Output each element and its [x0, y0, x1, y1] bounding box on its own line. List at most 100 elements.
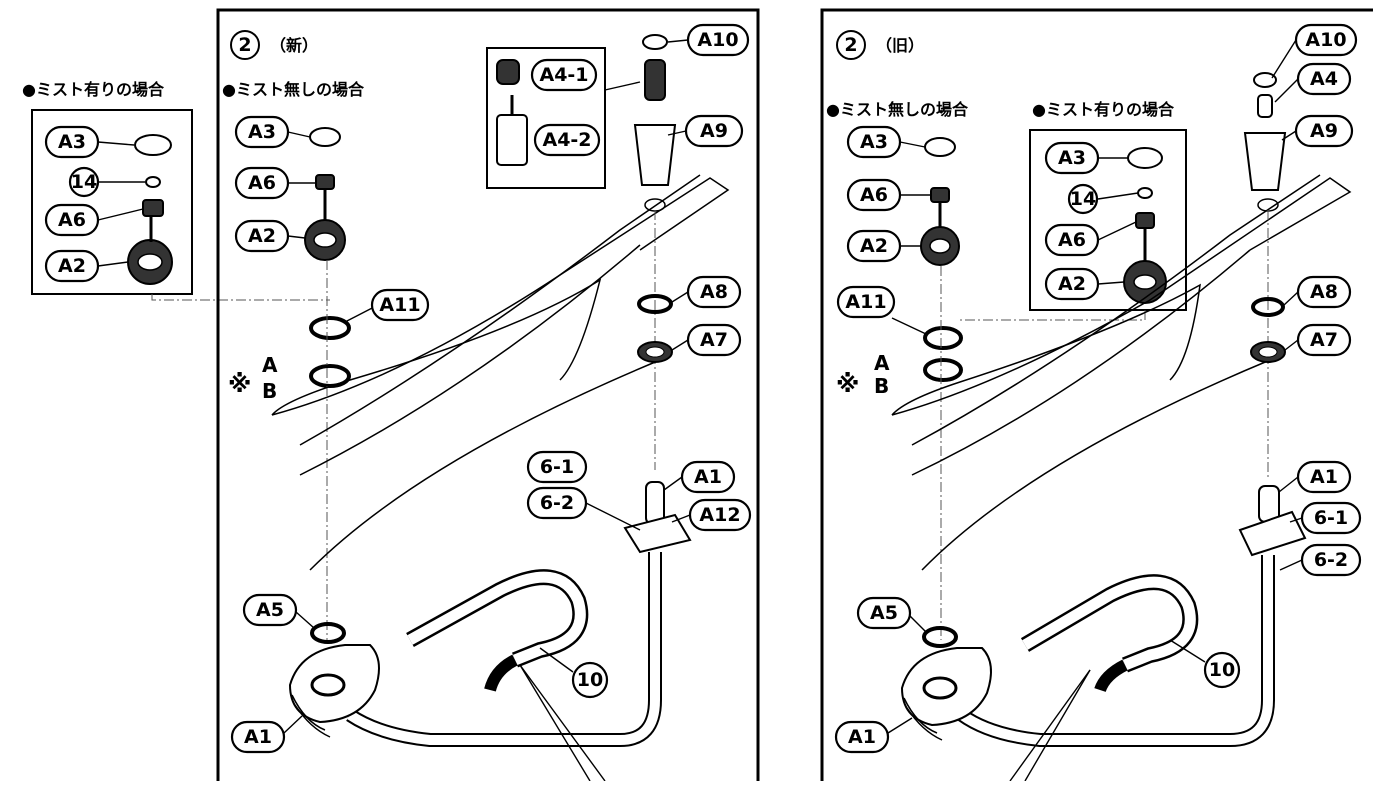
svg-text:A2: A2	[860, 235, 888, 257]
svg-text:A7: A7	[700, 329, 728, 351]
svg-text:A12: A12	[699, 504, 740, 526]
label-6-2: 6-2	[526, 486, 588, 520]
leader-line	[283, 715, 303, 734]
label-a11: A11	[370, 288, 430, 322]
svg-text:A8: A8	[700, 281, 728, 303]
left-circled-number	[230, 30, 260, 60]
svg-text:A8: A8	[1310, 281, 1338, 303]
a6-part	[930, 187, 950, 203]
svg-text:14: 14	[1070, 188, 1096, 210]
svg-text:A11: A11	[379, 294, 420, 316]
a4-part	[644, 59, 666, 101]
hose-10-fill	[1022, 576, 1196, 671]
svg-text:A9: A9	[700, 120, 728, 142]
left-version: （新）	[270, 36, 318, 55]
leader-line	[671, 339, 689, 351]
label-a6-inset: A6	[1044, 223, 1100, 257]
svg-text:A6: A6	[1058, 229, 1086, 251]
leader-line	[1271, 39, 1297, 79]
leader-line	[97, 261, 129, 267]
svg-text:A5: A5	[870, 602, 898, 624]
label-10: 10	[571, 661, 609, 699]
label-a11: A11	[836, 285, 896, 319]
a3-cap-part	[134, 134, 172, 156]
ab-ring-part	[923, 358, 963, 382]
leader-line	[287, 131, 311, 138]
leader-line	[1009, 669, 1091, 782]
right-panel-frame	[820, 8, 1373, 785]
drain-hose-fill	[347, 552, 660, 745]
leader-line	[1283, 291, 1299, 306]
label-a9: A9	[684, 114, 744, 148]
label-a1-top: A1	[1296, 460, 1352, 494]
leader-line	[1024, 669, 1091, 782]
a2-bore	[929, 238, 951, 254]
leader-line	[604, 81, 641, 91]
leader-line	[287, 235, 306, 239]
a1-pump-ribs	[291, 694, 331, 738]
drain-hose-outline	[957, 555, 1275, 747]
leader-line	[97, 208, 144, 221]
svg-text:A4-2: A4-2	[542, 129, 591, 151]
outside-callout-dash	[151, 294, 330, 301]
ab-ring-part	[309, 364, 351, 388]
leader-line	[667, 39, 689, 43]
bracket-6-part	[623, 513, 692, 554]
a9-part	[1243, 132, 1287, 191]
note-mark: ※	[836, 370, 859, 398]
label-a6: A6	[44, 203, 100, 237]
svg-text:A9: A9	[1310, 120, 1338, 142]
a3-cap-part	[309, 127, 341, 147]
svg-text:A4-1: A4-1	[539, 64, 588, 86]
label-a6: A6	[846, 178, 902, 212]
label-14-inset: 14	[1067, 183, 1099, 215]
leader-line	[1284, 339, 1299, 351]
tank-edge-line	[299, 174, 701, 446]
a10-cap-part	[1253, 72, 1277, 88]
a11-ring-part	[309, 316, 351, 340]
leader-line	[1281, 130, 1297, 141]
leader-line	[539, 647, 574, 673]
leader-line	[887, 717, 913, 734]
svg-text:A2: A2	[58, 255, 86, 277]
label-a10: A10	[686, 23, 750, 57]
a7-bore	[645, 346, 665, 358]
leader-line	[1097, 281, 1125, 285]
svg-text:A6: A6	[58, 209, 86, 231]
tank-edge-line	[309, 359, 661, 571]
svg-text:A5: A5	[256, 599, 284, 621]
svg-text:2: 2	[238, 34, 251, 56]
a2-bore	[1133, 274, 1157, 290]
note-b: B	[874, 374, 889, 398]
tank-edge-line	[299, 244, 641, 476]
tank-contour	[271, 278, 602, 416]
tank-edge-line	[891, 177, 1352, 416]
tank-edge-line	[911, 174, 1321, 446]
hose-10-elbow	[484, 654, 518, 692]
a8-ring-part	[1251, 297, 1285, 317]
label-6-2: 6-2	[1300, 543, 1362, 577]
leader-line	[1274, 78, 1299, 103]
a10-cap-part	[642, 34, 668, 50]
leader-line	[1097, 192, 1139, 200]
leader-line	[671, 291, 689, 303]
label-a7: A7	[1296, 323, 1352, 357]
a1-pump-bore	[310, 673, 346, 697]
svg-text:A3: A3	[248, 121, 276, 143]
hose-10-fill	[407, 571, 586, 666]
a4-part	[1257, 94, 1273, 118]
label-a1-bottom: A1	[230, 720, 286, 754]
note-a: A	[874, 351, 890, 375]
a5-ring-part	[310, 622, 346, 644]
svg-text:A1: A1	[694, 466, 722, 488]
right-version: （旧）	[876, 36, 924, 55]
label-6-1: 6-1	[526, 450, 588, 484]
a5-ring-part	[922, 626, 958, 648]
bracket-6-part	[1238, 510, 1307, 557]
svg-text:A7: A7	[1310, 329, 1338, 351]
label-a2: A2	[234, 219, 290, 253]
svg-text:A2: A2	[248, 225, 276, 247]
label-a7: A7	[686, 323, 742, 357]
label-14: 14	[68, 166, 100, 198]
